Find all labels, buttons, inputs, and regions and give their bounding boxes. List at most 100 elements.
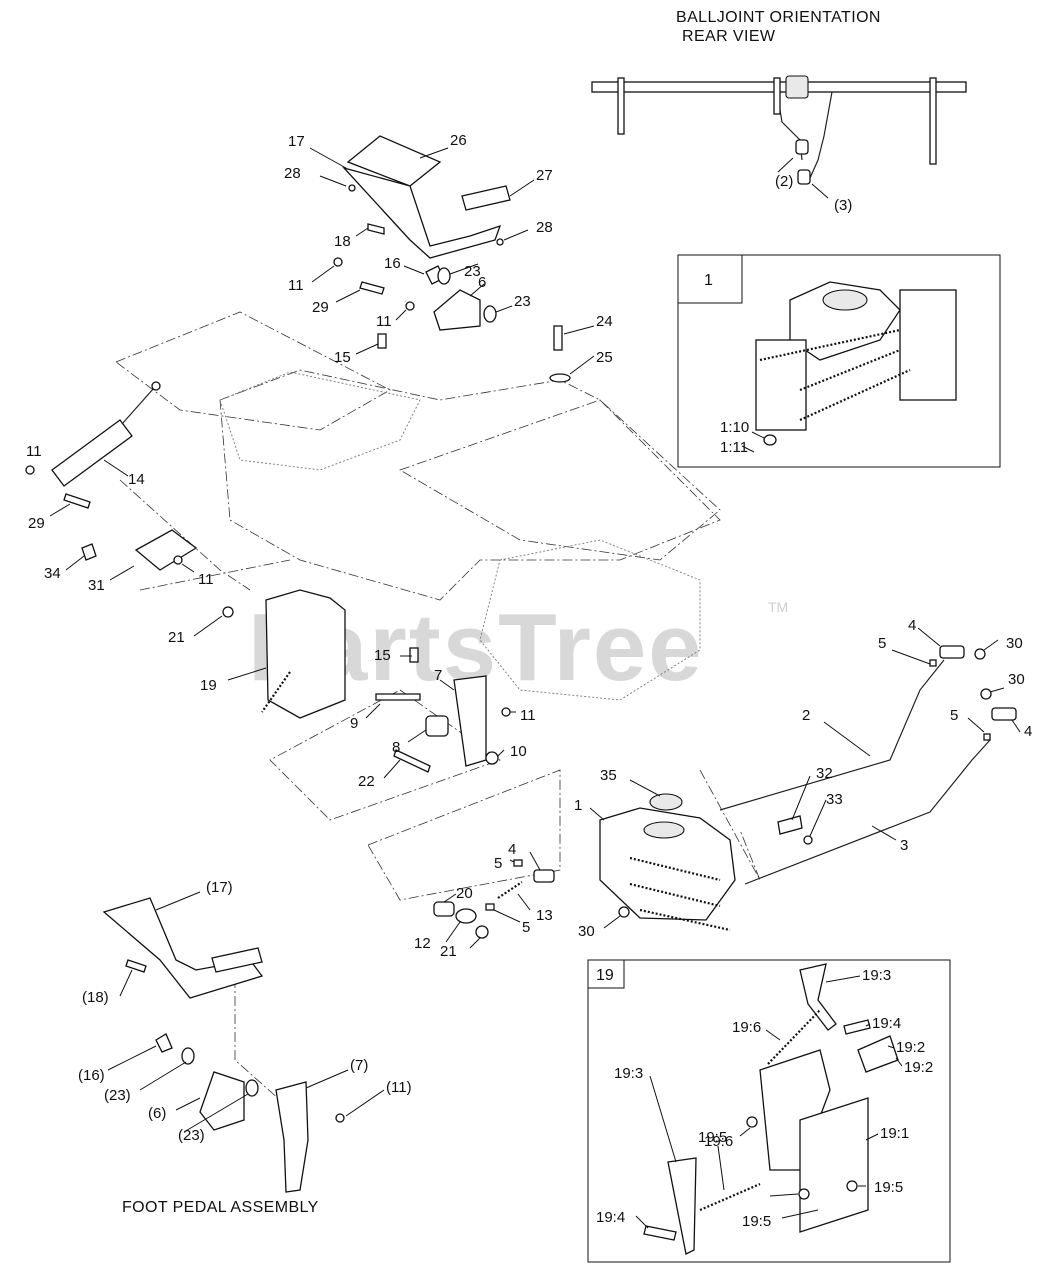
callout-1-10: 1:10 [720,419,749,436]
balljoint-rod-right [809,91,833,179]
callout-25: 25 [596,349,613,366]
control-rod-3 [744,739,991,885]
callout-11-bracket: 11 [198,571,214,588]
callout-13: 13 [536,907,553,924]
callout-18: 18 [334,233,351,250]
callout-balljoint-3: (3) [834,197,852,214]
foot-pedal-nut-11 [335,1113,345,1123]
dash-rod-plane [699,769,761,881]
callout-32: 32 [816,765,833,782]
control-assembly-1 [599,807,736,932]
damper-body-14 [51,419,133,487]
callout-23-upper: 23 [464,263,481,280]
callout-leaders [49,147,1021,1229]
clip-28-right [496,238,504,246]
detail-box-1-frame [677,254,1001,468]
spacer-8 [425,715,449,737]
bolt-24 [553,325,563,351]
bolt-15-lower [409,647,419,663]
callout-11-damper: 11 [26,443,42,460]
callout-30-lower: 30 [1008,671,1025,688]
foot-pedal-clip-16 [155,1033,173,1053]
callout-27: 27 [536,167,553,184]
callout-5-linkage-upper: 5 [494,855,502,872]
callout-15-lower: 15 [374,647,391,664]
callout-35: 35 [600,767,617,784]
callout-foot-23-a: (23) [104,1087,131,1104]
dash-foot-pedal-chain [234,960,281,1101]
pin-29-top [359,281,385,295]
detail-spring-19-6-bottom [699,1182,761,1212]
detail-lever-19-3-bottom [667,1157,697,1255]
callout-6: 6 [478,274,486,291]
nut-30-upper [974,648,986,660]
callout-rod-3: 3 [900,837,908,854]
callout-19-6-bottom: 19:6 [704,1133,733,1150]
callout-1-11: 1:11 [720,439,748,456]
balljoint-axle-mount-center [773,77,781,115]
control-bracket-spring [261,671,291,713]
washer-23-right [483,305,497,323]
callout-19: 19 [200,677,217,694]
detail-box-19: 19 [587,959,951,1263]
detail-bolt-19-4-top [843,1019,871,1035]
pivot-bracket-6 [433,289,481,331]
jam-nut-5-upper [929,659,937,667]
detail-spring-19-6-top [767,1009,821,1065]
callout-11-b: 11 [376,313,392,330]
callout-foot-16: (16) [78,1067,105,1084]
callout-foot-7: (7) [350,1057,368,1074]
nut-30-lower [980,688,992,700]
callout-19-4-top: 19:4 [872,1015,901,1032]
damper-top-eye [151,381,161,391]
callout-5-linkage-lower: 5 [522,919,530,936]
deck-left-panel [219,371,421,471]
bracket-31 [134,529,198,571]
detail-box-19-frame [587,959,951,1263]
bushing-35 [649,793,683,811]
callout-19-5-right: 19:5 [874,1179,903,1196]
callout-foot-6: (6) [148,1105,166,1122]
pivot-arm-7 [453,675,487,767]
control-rod-2 [719,659,945,811]
callout-5-upper: 5 [878,635,886,652]
detail-nut-19-5-center [798,1188,810,1200]
callout-foot-17: (17) [206,879,233,896]
foot-pedal-washer-23-a [181,1047,195,1065]
callout-19-1: 19:1 [880,1125,909,1142]
callout-19-6-top: 19:6 [732,1019,761,1036]
callout-foot-18: (18) [82,989,109,1006]
callout-8: 8 [392,739,400,756]
callout-17: 17 [288,133,305,150]
foot-pedal-arm-17 [102,897,264,999]
nut-11-arm [501,707,511,717]
foot-pedal-assembly-title: FOOT PEDAL ASSEMBLY [122,1199,319,1216]
nut-21-linkage [475,925,489,939]
balljoint-title-line1: BALLJOINT ORIENTATION [676,9,881,26]
deck-plate-inner [399,399,721,561]
callout-10: 10 [510,743,527,760]
balljoint-axle-mount-left [617,77,625,135]
damper-assembly [25,381,198,571]
callout-21-linkage: 21 [440,943,457,960]
spacer-20 [433,901,455,917]
jam-nut-5-lower [983,733,991,741]
balljoint-center-hub [785,75,809,99]
detail-nut-19-5-right [846,1180,858,1192]
pedal-arm-17 [342,166,502,259]
nut-11-top-center [405,301,415,311]
nut-30-assembly [618,906,630,918]
callout-28-left: 28 [284,165,301,182]
jam-nut-5-linkage-lower [485,903,495,911]
callout-19-3-bottom: 19:3 [614,1065,643,1082]
balljoint-2 [795,139,809,155]
callout-30-upper: 30 [1006,635,1023,652]
foot-pedal-bolt-18 [125,959,147,973]
control-assembly-rear-plate [899,289,957,401]
balljoint-4-lower [991,707,1017,721]
foot-pedal-arm-7 [275,1081,309,1193]
leader-balljoint-3 [811,183,829,199]
callout-28-right: 28 [536,219,553,236]
linkage-assembly [433,859,555,939]
